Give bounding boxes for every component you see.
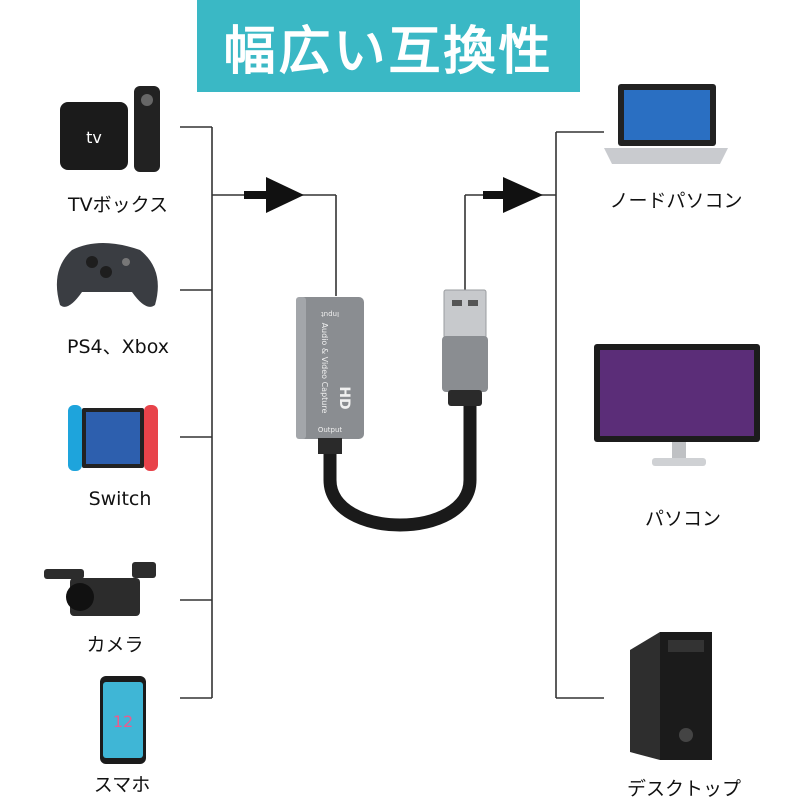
nintendo-switch-icon bbox=[68, 405, 158, 471]
adapter-logo-text: HD bbox=[336, 386, 352, 409]
target-label-pc: パソコン bbox=[644, 508, 722, 530]
title-banner: 幅広い互換性 bbox=[197, 0, 580, 92]
target-label-notebook-pc: ノードパソコン bbox=[609, 190, 743, 212]
monitor-icon bbox=[594, 344, 760, 466]
svg-text:tv: tv bbox=[86, 128, 102, 147]
output-arrow-icon bbox=[483, 177, 543, 213]
adapter-output-label: Output bbox=[318, 426, 343, 434]
game-controller-icon bbox=[56, 243, 158, 307]
adapter-cable bbox=[323, 383, 477, 532]
source-label-ps4-xbox: PS4、Xbox bbox=[67, 336, 169, 358]
source-label-smartphone: スマホ bbox=[93, 774, 151, 796]
right-connector-lines bbox=[464, 131, 604, 699]
source-label-tv-box: TVボックス bbox=[67, 194, 169, 216]
input-arrow-icon bbox=[244, 177, 304, 213]
svg-text:12: 12 bbox=[113, 712, 133, 731]
banner-title: 幅広い互換性 bbox=[223, 21, 554, 82]
target-label-desktop: デスクトップ bbox=[626, 778, 742, 800]
smartphone-icon: 12 bbox=[100, 676, 146, 764]
laptop-icon bbox=[604, 84, 728, 164]
capture-device bbox=[296, 297, 364, 454]
adapter-input-label: Input bbox=[321, 310, 339, 318]
desktop-tower-icon bbox=[630, 632, 712, 760]
adapter-product-text: Audio & Video Capture bbox=[320, 323, 329, 414]
apple-tv-icon: tv bbox=[60, 86, 160, 172]
source-label-switch: Switch bbox=[88, 488, 152, 510]
source-label-camera: カメラ bbox=[86, 634, 144, 656]
video-camera-icon bbox=[44, 562, 156, 616]
usb-plug bbox=[442, 289, 488, 406]
